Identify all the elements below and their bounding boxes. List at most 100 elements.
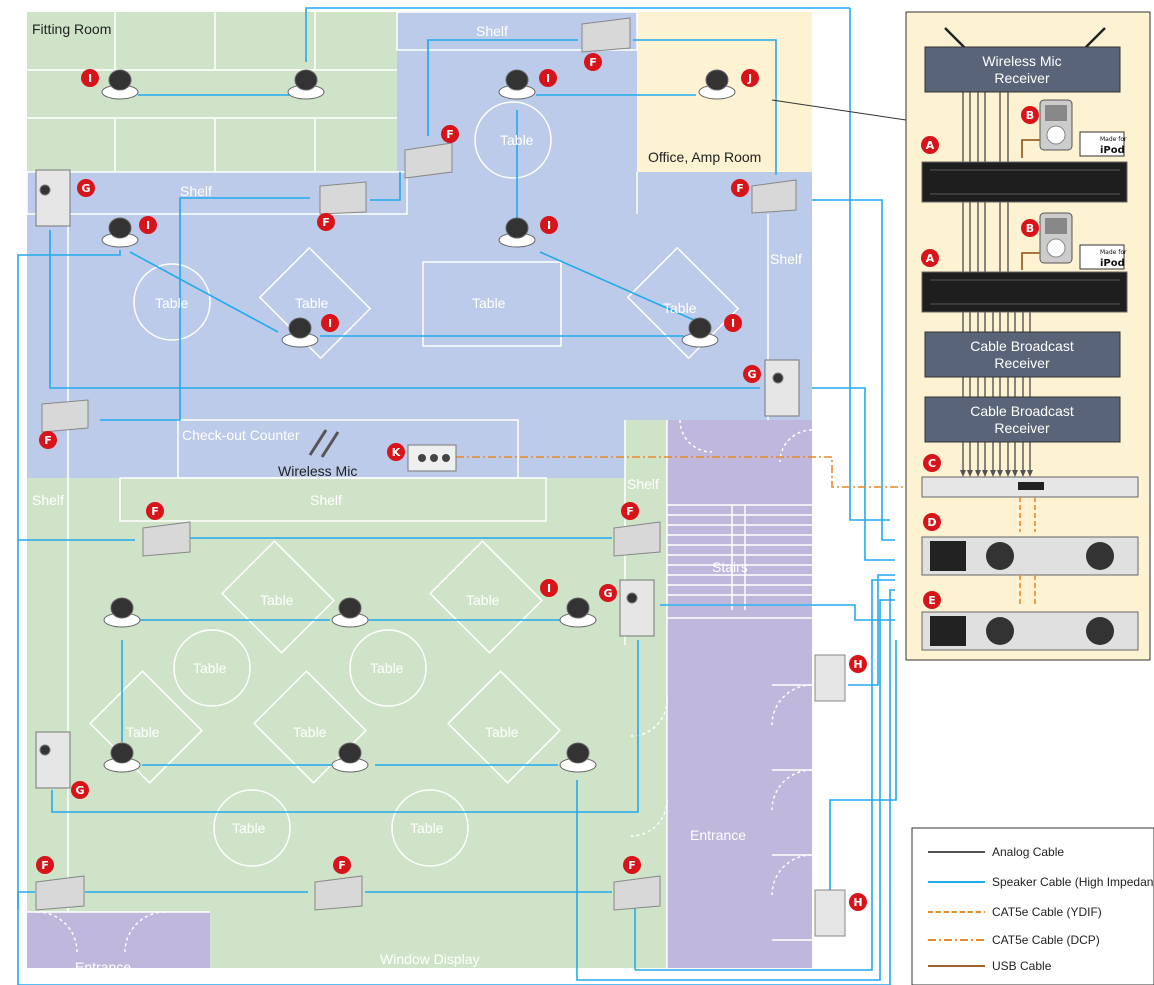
wireless-mic-receiver: [924, 46, 1121, 93]
marker-f: F: [317, 213, 335, 231]
marker-f: F: [584, 53, 602, 71]
svg-text:I: I: [88, 72, 92, 85]
svg-text:H: H: [853, 658, 862, 671]
svg-text:Table: Table: [126, 724, 160, 740]
legend-analog-label: Analog Cable: [992, 845, 1064, 859]
wireless-mic-icon: [308, 429, 340, 458]
svg-text:Table: Table: [232, 820, 266, 836]
legend-usb-label: USB Cable: [992, 959, 1052, 973]
marker-f: F: [441, 125, 459, 143]
svg-text:F: F: [628, 859, 636, 872]
ipod-device-1: Made for iPod: [1021, 99, 1127, 158]
svg-text:F: F: [626, 505, 634, 518]
window-display-label: Window Display: [380, 951, 480, 967]
marker-f: F: [146, 502, 164, 520]
cable-broadcast-receiver-2: [924, 396, 1121, 443]
svg-text:C: C: [928, 457, 936, 470]
svg-text:I: I: [731, 317, 735, 330]
svg-text:iPod: iPod: [1100, 258, 1125, 269]
svg-text:I: I: [328, 317, 332, 330]
marker-f: F: [623, 856, 641, 874]
cat5e-dcp-cables: [456, 456, 922, 488]
entrance-label-right: Entrance: [690, 827, 746, 843]
svg-text:A: A: [926, 252, 935, 265]
svg-text:Table: Table: [410, 820, 444, 836]
svg-text:Table: Table: [295, 295, 329, 311]
marker-i: I: [321, 314, 339, 332]
fitting-room-label: Fitting Room: [32, 21, 111, 37]
shelf-label-upper: Shelf: [180, 183, 212, 199]
marker-g: G: [71, 781, 89, 799]
svg-text:E: E: [928, 594, 936, 607]
marker-f: F: [39, 431, 57, 449]
svg-text:Table: Table: [193, 660, 227, 676]
floor-devices: [35, 17, 846, 937]
marker-a: A: [921, 249, 939, 267]
marker-g: G: [599, 584, 617, 602]
svg-text:F: F: [322, 216, 330, 229]
legend-dcp-label: CAT5e Cable (DCP): [992, 933, 1100, 947]
svg-text:A: A: [926, 139, 935, 152]
legend-box: [911, 827, 1154, 985]
marker-b: B: [1021, 106, 1039, 124]
svg-text:G: G: [81, 182, 90, 195]
marker-i: I: [139, 216, 157, 234]
stairs-zone: [667, 420, 812, 968]
svg-text:Made for: Made for: [1100, 249, 1127, 256]
shelf-label-center: Shelf: [310, 492, 342, 508]
svg-text:I: I: [547, 582, 551, 595]
zone-labels: Fitting Room Office, Amp Room Shelf Shel…: [32, 21, 802, 975]
marker-d: D: [923, 513, 941, 531]
svg-text:F: F: [589, 56, 597, 69]
svg-text:K: K: [392, 446, 401, 459]
shelf-label-left: Shelf: [32, 492, 64, 508]
marker-k: K: [387, 443, 405, 461]
legend: Analog Cable Speaker Cable (High Impedan…: [911, 827, 1154, 985]
svg-text:F: F: [338, 859, 346, 872]
shelf-label-side: Shelf: [627, 476, 659, 492]
ipod-device-2: Made for iPod: [1021, 212, 1127, 270]
fitting-room-zone: [27, 12, 397, 172]
svg-text:B: B: [1026, 222, 1034, 235]
svg-text:Made for: Made for: [1100, 136, 1127, 143]
wireless-mic-label: Wireless Mic: [278, 463, 357, 479]
svg-text:G: G: [603, 587, 612, 600]
svg-text:Table: Table: [500, 132, 534, 148]
table-labels: Table Table Table Table Table Table Tabl…: [126, 132, 697, 836]
svg-text:H: H: [853, 896, 862, 909]
marker-f: F: [36, 856, 54, 874]
svg-text:iPod: iPod: [1100, 145, 1125, 156]
speaker-cables: [17, 7, 897, 985]
legend-ydif-label: CAT5e Cable (YDIF): [992, 905, 1102, 919]
marker-a: A: [921, 136, 939, 154]
svg-text:J: J: [747, 72, 752, 85]
svg-text:F: F: [151, 505, 159, 518]
svg-text:F: F: [446, 128, 454, 141]
svg-text:Table: Table: [260, 592, 294, 608]
marker-g: G: [743, 365, 761, 383]
svg-text:Table: Table: [466, 592, 500, 608]
marker-i: I: [540, 579, 558, 597]
legend-speaker-label: Speaker Cable (High Impedance): [992, 875, 1154, 889]
svg-text:Table: Table: [663, 300, 697, 316]
cable-broadcast-receiver-1: [924, 331, 1121, 378]
cd-player-a2: [921, 271, 1128, 313]
marker-h: H: [849, 893, 867, 911]
svg-text:Table: Table: [293, 724, 327, 740]
stairs-label: Stairs: [712, 559, 748, 575]
marker-f: F: [731, 179, 749, 197]
marker-g: G: [77, 179, 95, 197]
floor-plan: [26, 11, 813, 968]
svg-text:I: I: [546, 72, 550, 85]
marker-i: I: [724, 314, 742, 332]
svg-text:Table: Table: [485, 724, 519, 740]
cd-player-a1: [921, 161, 1128, 203]
svg-text:G: G: [75, 784, 84, 797]
svg-text:Table: Table: [370, 660, 404, 676]
marker-i: I: [81, 69, 99, 87]
marker-i: I: [539, 69, 557, 87]
marker-c: C: [923, 454, 941, 472]
marker-f: F: [621, 502, 639, 520]
svg-text:B: B: [1026, 109, 1034, 122]
